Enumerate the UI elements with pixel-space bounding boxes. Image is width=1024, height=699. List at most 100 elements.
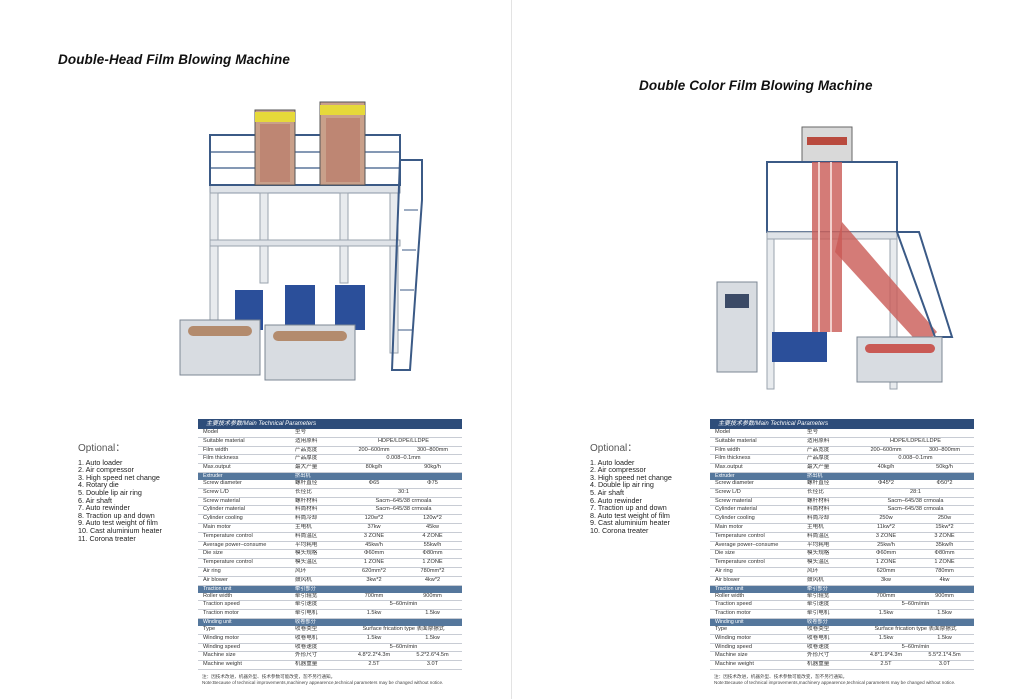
param-name-cn: 料筒冷却 — [295, 515, 318, 522]
param-value-a: Φ45*2 — [878, 479, 894, 486]
param-name-cn: 螺杆材料 — [807, 497, 830, 504]
double-color-machine-image — [716, 126, 954, 390]
param-value-a: 3 ZONE — [875, 532, 897, 539]
param-value-b: 250w — [937, 515, 952, 522]
param-value-a: 200–600mm — [870, 446, 902, 453]
param-name-cn: 最大产量 — [807, 464, 830, 471]
param-name-cn: 牵引电机 — [807, 610, 830, 617]
param-value-b: 1 ZONE — [422, 559, 443, 566]
param-value-b: 15kw*2 — [935, 523, 954, 530]
param-name-en: Film thickness — [203, 455, 239, 462]
param-value: 5–60m/min — [389, 601, 418, 608]
param-value-a: Φ65 — [368, 479, 380, 486]
param-name-cn: 平均耗电 — [295, 541, 318, 548]
list-item: 8. Auto test weight of film — [590, 510, 670, 520]
param-name-cn: 产品宽度 — [807, 446, 830, 453]
param-name-en: Type — [715, 625, 728, 632]
param-name-cn: 牵引速度 — [807, 601, 830, 608]
param-value-a: 45kw/h — [365, 541, 383, 548]
param-name-en: Cylinder material — [203, 506, 245, 513]
section-label-cn: 牵引部分 — [295, 585, 316, 592]
param-name-en: Suitable material — [203, 437, 245, 444]
param-value-a: 25kw/h — [877, 541, 895, 548]
param-name-cn: 长径比 — [807, 488, 824, 495]
spec-caption: 主要技术参数/Main Technical Parameters — [198, 419, 462, 429]
list-item: 2. Air compressor — [78, 465, 134, 475]
param-name-cn: 适用原料 — [295, 437, 318, 444]
param-value-b: 1.5kw — [937, 610, 952, 617]
optional-items: 1. Auto loader 2. Air compressor 3. High… — [78, 458, 162, 543]
left-page: Double-Head Film Blowing Machine — [58, 52, 462, 685]
optional-heading: Optional： — [590, 443, 638, 454]
param-name-en: Air ring — [715, 567, 733, 574]
param-value-a: 4.8*1.9*4.3m — [869, 652, 903, 659]
param-name-cn: 模头规格 — [807, 550, 830, 557]
param-name-cn: 牵引辊宽 — [807, 592, 830, 599]
param-value: 28:1 — [910, 488, 921, 495]
param-name-en: Film width — [203, 446, 229, 453]
param-value-b: 780mm — [935, 567, 954, 574]
param-value: 5–60m/min — [901, 643, 930, 650]
page-title: Double-Head Film Blowing Machine — [58, 52, 290, 67]
section-label-en: Extruder — [203, 472, 223, 479]
param-value: 5–60m/min — [389, 643, 418, 650]
param-name-en: Main motor — [203, 523, 231, 530]
param-value-a — [345, 429, 403, 437]
optional-items: 1. Auto loader 2. Air compressor 3. High… — [590, 458, 672, 535]
list-item: 11. Corona treater — [78, 533, 136, 543]
param-name-en: Screw material — [715, 497, 752, 504]
list-item: 4. Double lip air ring — [590, 480, 654, 490]
param-name-en: Cylinder cooling — [715, 515, 755, 522]
param-name-en: Film width — [715, 446, 741, 453]
param-value-b: 3 ZONE — [934, 532, 955, 539]
right-page: Double Color Film Blowing Machine Option… — [512, 0, 1024, 699]
section-label-en: Extruder — [715, 472, 735, 479]
param-name-cn: 平均耗电 — [807, 541, 830, 548]
param-name-en: Die size — [203, 550, 223, 557]
param-name-cn: 收卷速度 — [295, 643, 318, 650]
param-value-b: 1.5kw — [937, 634, 952, 641]
param-name-en: Temperature control — [203, 559, 253, 566]
param-value-a: 1.5kw — [366, 610, 382, 617]
param-name-en: Machine size — [203, 652, 236, 659]
double-head-machine-image — [179, 101, 423, 381]
param-name-cn: 外形尺寸 — [295, 652, 318, 659]
param-name-en: Air ring — [203, 567, 221, 574]
param-value-b: 50kg/h — [936, 464, 953, 471]
param-name-cn: 型号 — [807, 429, 819, 435]
param-value-a: 1.5kw — [878, 634, 894, 641]
param-name-en: Air blower — [203, 576, 228, 583]
param-name-cn: 主电机 — [295, 523, 312, 530]
param-name-cn: 鼓风机 — [295, 576, 312, 583]
param-name-en: Roller width — [203, 592, 233, 599]
param-name-cn: 最大产量 — [295, 464, 318, 471]
param-name-cn: 风环 — [295, 567, 307, 574]
list-item: 7. Auto rewinder — [78, 503, 130, 513]
param-name-en: Machine size — [715, 652, 748, 659]
param-name-cn: 牵引电机 — [295, 610, 318, 617]
param-value-b: 1 ZONE — [934, 559, 955, 566]
param-name-en: Traction speed — [715, 601, 752, 608]
